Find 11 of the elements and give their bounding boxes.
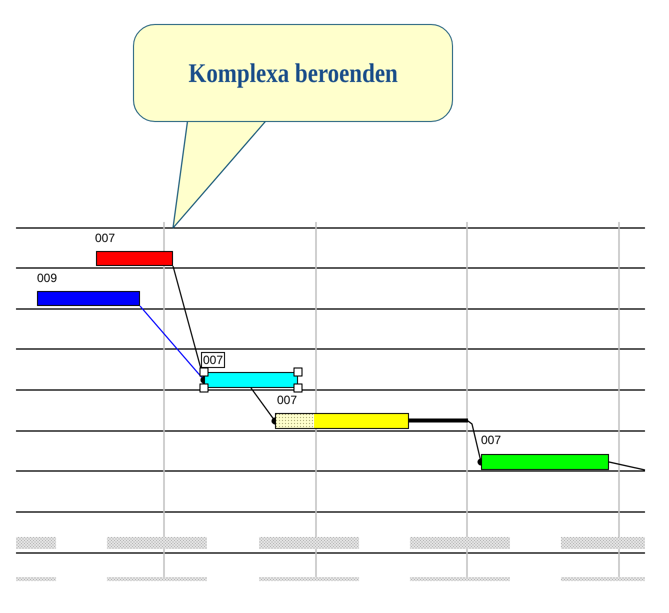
bar-label: 007: [201, 352, 226, 368]
dependency-line: [608, 461, 646, 471]
gantt-bar: [275, 413, 409, 429]
bar-label: 007: [277, 393, 298, 407]
bar-label: 007: [481, 433, 502, 447]
gantt-bar: [96, 251, 173, 266]
gantt-bar: [37, 291, 140, 306]
bar-label: 007: [95, 231, 116, 245]
bar-label: 009: [37, 271, 58, 285]
gantt-bar: [481, 454, 609, 470]
callout-text: Komplexa beroenden: [188, 58, 398, 88]
